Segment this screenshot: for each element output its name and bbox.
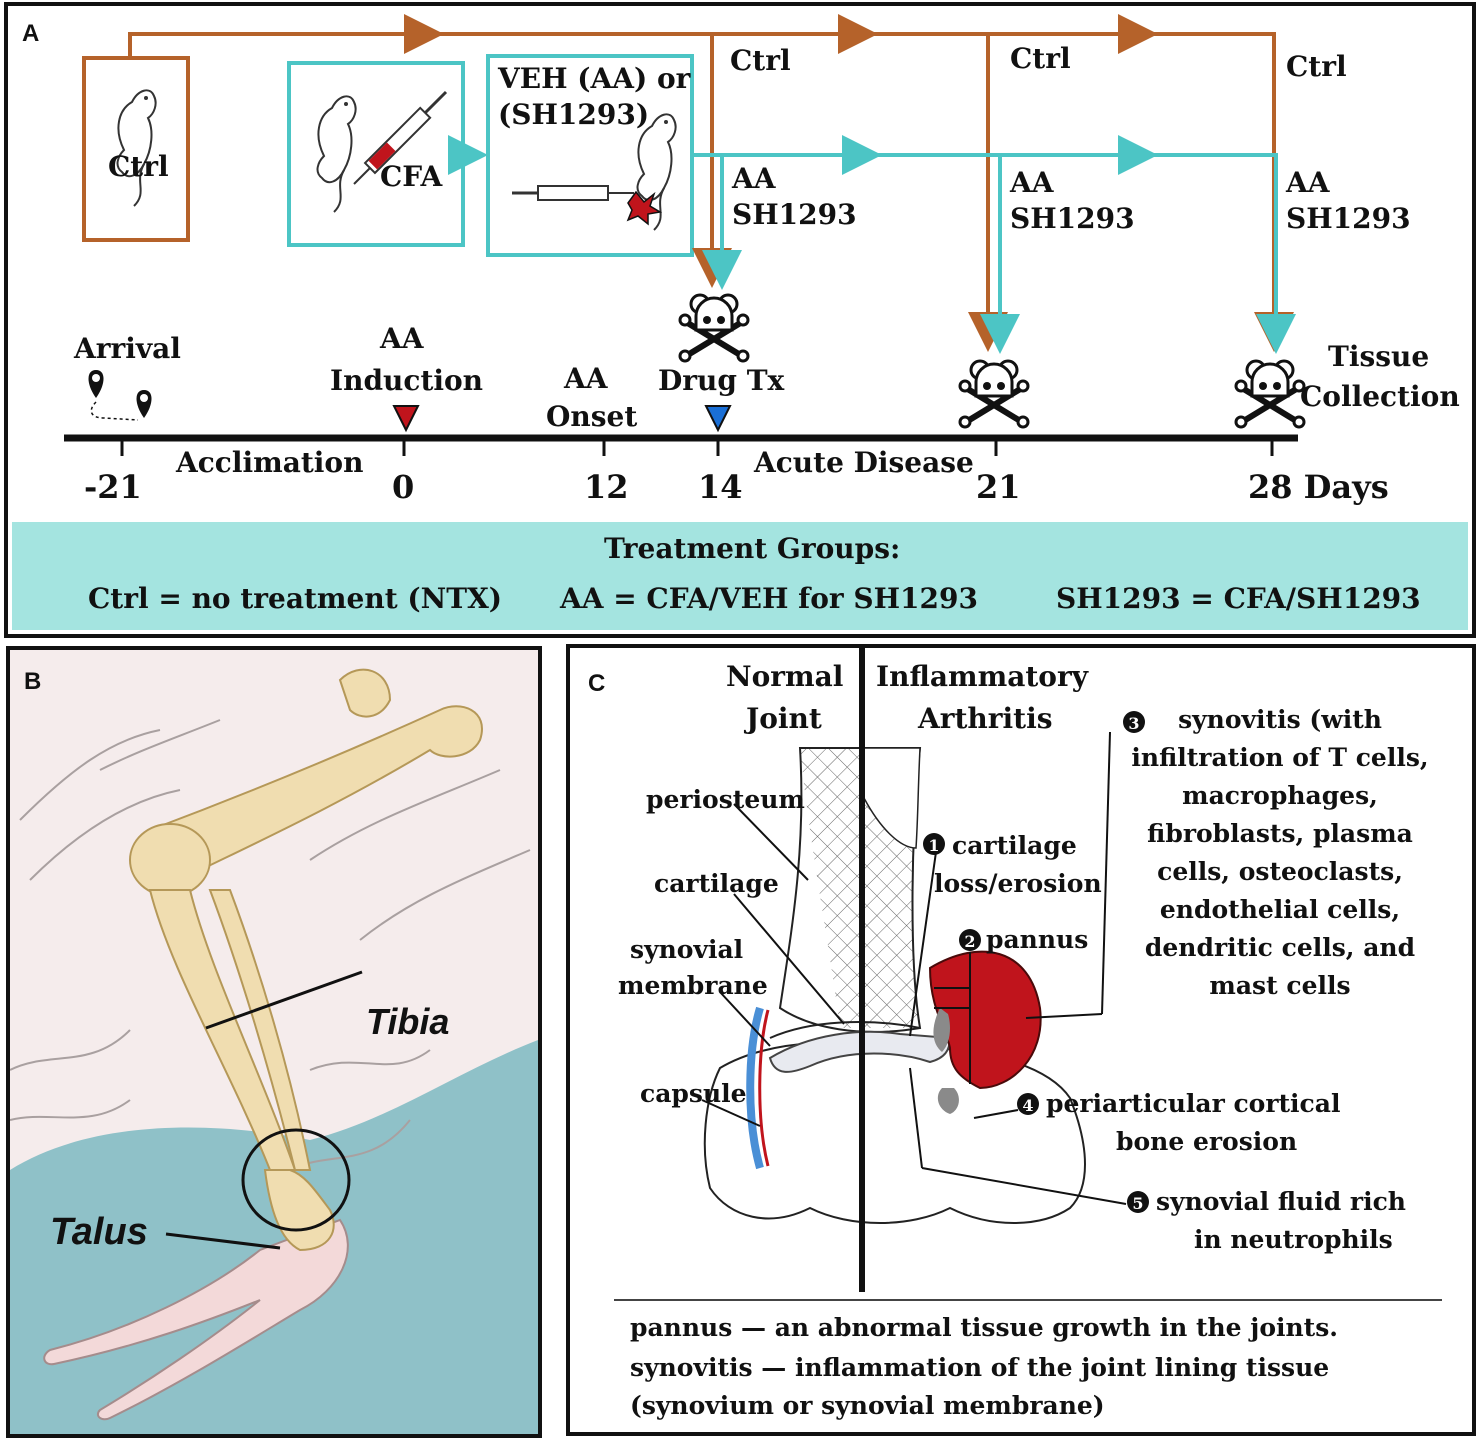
synovial-membrane-label: synovial [630, 935, 743, 964]
aa-onset-label: Onset [546, 400, 637, 433]
inflammatory-arthritis-heading: Arthritis [917, 702, 1053, 735]
aa-onset-label: AA [563, 362, 609, 395]
synovial-membrane-label: membrane [618, 971, 768, 1000]
skull-icon [680, 295, 748, 361]
annotation-bone-erosion: bone erosion [1116, 1127, 1297, 1156]
arm-aa-label: AA [731, 162, 777, 195]
marker-number: 2 [964, 932, 975, 951]
annotation-cartilage-loss: cartilage [952, 831, 1077, 860]
tissue-collection-label: Collection [1300, 380, 1460, 413]
arm-aa-label: AA [1009, 166, 1055, 199]
synovitis-line: synovitis (with [1178, 705, 1382, 734]
veh-label-line1: VEH (AA) or [497, 62, 692, 95]
timeline-diagram: Ctrl CFA VEH (AA) or (SH1293) Ctrl Ctrl … [64, 14, 1460, 506]
ctrl-box [82, 56, 190, 242]
synovitis-line: mast cells [1209, 971, 1350, 1000]
acute-disease-label: Acute Disease [753, 446, 974, 479]
annotation-synovitis: synovitis (with infiltration of T cells,… [1131, 705, 1428, 1000]
panel-c-joint: C [566, 644, 1476, 1436]
talus-bone [263, 1169, 335, 1252]
drug-tx-marker [704, 405, 732, 433]
synovitis-line: macrophages, [1182, 781, 1378, 810]
arm-sh-label: SH1293 [732, 198, 857, 231]
panel-label-c: C [588, 670, 606, 697]
fibula-bone [208, 889, 312, 1171]
synovitis-line: endothelial cells, [1160, 895, 1400, 924]
arm-sh-label: SH1293 [1286, 202, 1411, 235]
capsule-label: capsule [640, 1079, 747, 1108]
annotation-pannus: pannus [986, 925, 1088, 954]
tick-label: 14 [698, 468, 743, 506]
footnote-line: synovitis — inflammation of the joint li… [630, 1353, 1329, 1382]
annotation-bone-erosion: periarticular cortical [1046, 1089, 1340, 1118]
normal-joint-heading: Joint [743, 702, 822, 735]
annotation-synovial-fluid: synovial fluid rich [1156, 1187, 1406, 1216]
normal-joint-heading: Normal [726, 660, 843, 693]
femur-bone [148, 705, 483, 882]
panel-label-b: B [24, 668, 42, 695]
arm-ctrl-label: Ctrl [1010, 42, 1071, 75]
panel-b-anatomy: Tibia Talus B [6, 646, 542, 1438]
aa-induction-label: Induction [330, 364, 483, 397]
veh-label-line2: (SH1293) [498, 98, 649, 131]
arm-aa-label: AA [1285, 166, 1331, 199]
ctrl-box-label: Ctrl [108, 150, 169, 183]
annotation-cartilage-loss: loss/erosion [934, 869, 1102, 898]
tissue-collection-label: Tissue [1328, 340, 1429, 373]
location-pin-icon [88, 370, 152, 421]
group-aa-definition: AA = CFA/VEH for SH1293 [560, 582, 978, 615]
arm-ctrl-label: Ctrl [730, 44, 791, 77]
joint-highlight-circle [241, 1128, 351, 1232]
hindlimb-illustration: Tibia Talus [10, 650, 538, 1434]
marker-number: 4 [1022, 1096, 1033, 1115]
treatment-groups-bar: Treatment Groups: Ctrl = no treatment (N… [12, 522, 1468, 630]
synovitis-line: dendritic cells, and [1145, 933, 1415, 962]
panel-label-a: A [22, 20, 40, 47]
annotation-synovial-fluid: in neutrophils [1194, 1225, 1393, 1254]
synovitis-line: infiltration of T cells, [1131, 743, 1428, 772]
arrival-label: Arrival [73, 332, 181, 365]
skull-icon [1236, 361, 1304, 427]
tick-label: 0 [392, 468, 414, 506]
footnote-line: pannus — an abnormal tissue growth in th… [630, 1313, 1338, 1342]
arm-ctrl-label: Ctrl [1286, 50, 1347, 83]
treat-arrow-path [692, 153, 1296, 354]
group-ctrl-definition: Ctrl = no treatment (NTX) [88, 582, 503, 615]
cfa-label: CFA [380, 160, 444, 193]
talus-label: Talus [50, 1211, 148, 1253]
tibia-label: Tibia [366, 1001, 449, 1042]
aa-induction-label: AA [379, 322, 425, 355]
treatment-groups-title: Treatment Groups: [604, 532, 901, 565]
foot-shape [43, 1218, 349, 1421]
marker-number: 1 [928, 836, 939, 855]
inflammatory-arthritis-heading: Inflammatory [876, 660, 1089, 693]
skull-icon [960, 361, 1028, 427]
marker-number: 5 [1132, 1194, 1143, 1213]
footnote-line: (synovium or synovial membrane) [630, 1391, 1105, 1420]
arm-sh-label: SH1293 [1010, 202, 1135, 235]
drug-tx-label: Drug Tx [658, 364, 785, 397]
tick-label: 12 [584, 468, 629, 506]
synovitis-line: fibroblasts, plasma [1147, 819, 1413, 848]
synovitis-line: cells, osteoclasts, [1157, 857, 1403, 886]
tick-label: 28 Days [1248, 468, 1389, 506]
syringe-icon [512, 185, 663, 226]
cartilage-label: cartilage [654, 869, 779, 898]
syringe-icon [353, 90, 448, 185]
group-sh-definition: SH1293 = CFA/SH1293 [1056, 582, 1421, 615]
induction-marker [392, 405, 420, 433]
panel-a-timeline: A [4, 2, 1476, 638]
acclimation-label: Acclimation [175, 446, 363, 479]
tick-label: 21 [976, 468, 1021, 506]
periosteum-label: periosteum [646, 785, 805, 814]
joint-diagram: 1 2 3 4 5 Normal Joint Inflammatory Arth… [614, 648, 1442, 1420]
tick-label: -21 [84, 468, 142, 506]
marker-number: 3 [1128, 714, 1139, 733]
